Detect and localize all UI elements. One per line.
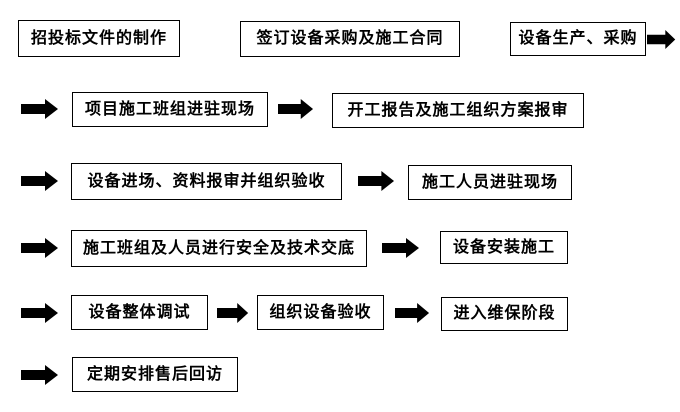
arrow-right-icon [21, 237, 59, 259]
flow-step-box: 定期安排售后回访 [72, 357, 238, 392]
flow-step-box: 设备进场、资料报审并组织验收 [71, 163, 342, 200]
flow-step-box: 施工班组及人员进行安全及技术交底 [71, 230, 367, 267]
flow-step-box: 招投标文件的制作 [18, 20, 180, 57]
arrow-right-icon [21, 302, 59, 324]
flow-step-box: 设备安装施工 [440, 231, 568, 264]
flow-step-box: 设备生产、采购 [510, 22, 646, 56]
arrow-right-icon [21, 98, 59, 120]
flow-step-box: 项目施工班组进驻现场 [72, 92, 268, 127]
arrow-right-icon [217, 302, 249, 324]
arrow-right-icon [21, 364, 59, 386]
flow-step-box: 进入维保阶段 [441, 297, 568, 331]
arrow-right-icon [395, 302, 430, 324]
flow-step-box: 设备整体调试 [71, 295, 208, 330]
arrow-right-icon [21, 170, 59, 192]
arrow-right-icon [278, 98, 314, 120]
flow-step-box: 组织设备验收 [257, 295, 384, 330]
arrow-right-icon [647, 29, 676, 50]
arrow-right-icon [358, 170, 395, 192]
flow-step-box: 开工报告及施工组织方案报审 [332, 93, 584, 128]
flow-step-box: 施工人员进驻现场 [408, 165, 572, 200]
arrow-right-icon [382, 237, 420, 259]
flow-step-box: 签订设备采购及施工合同 [240, 21, 460, 57]
